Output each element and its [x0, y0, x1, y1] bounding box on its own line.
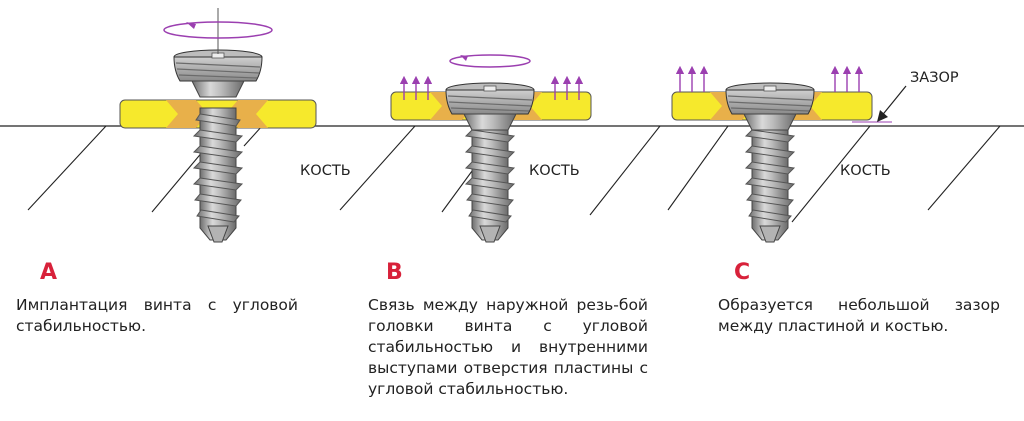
- gap-pointer-arrow-icon: [877, 85, 907, 122]
- panel-letter-b: B: [386, 260, 403, 285]
- bone-label: КОСТЬ: [840, 163, 891, 179]
- up-arrow-icon: [399, 75, 584, 100]
- bone-label: КОСТЬ: [300, 163, 351, 179]
- panel-letter-c: C: [734, 260, 751, 285]
- plate-contact-zone: [166, 100, 208, 128]
- panel-caption-c: Образуется небольшой зазор между пластин…: [718, 296, 1000, 335]
- panel-a-illustration: [119, 8, 317, 243]
- panel-b-illustration: [390, 54, 592, 243]
- screw-head: [725, 82, 815, 131]
- panel-letter-a: A: [40, 260, 58, 285]
- up-arrow-icon: [675, 65, 864, 92]
- panel-caption-a: Имплантация винта с угловой стабильность…: [16, 296, 298, 335]
- panel-c-illustration: [671, 65, 907, 243]
- gap-label: ЗАЗОР: [910, 70, 959, 86]
- screw-head: [445, 82, 535, 131]
- screw: [193, 107, 243, 243]
- bone-label: КОСТЬ: [529, 163, 580, 179]
- rotation-arrow-icon: [449, 54, 531, 68]
- panel-caption-b: Связь между наружной резь-бой головки ви…: [368, 296, 648, 398]
- screw-head: [173, 49, 263, 98]
- rotation-arrow-icon: [163, 21, 273, 39]
